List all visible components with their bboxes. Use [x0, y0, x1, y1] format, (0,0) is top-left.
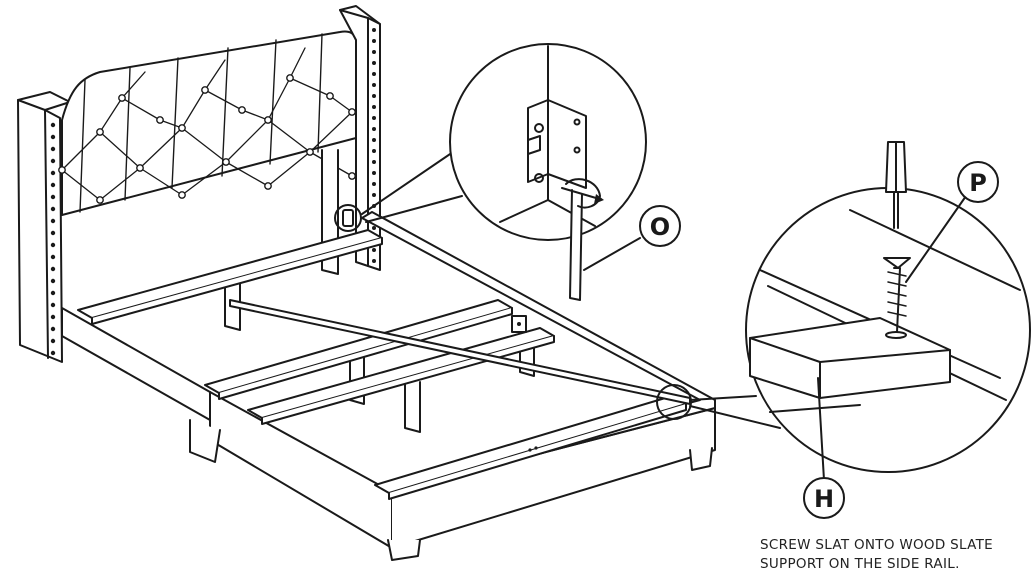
caption-line-2: SUPPORT ON THE SIDE RAIL.: [760, 556, 960, 572]
leg-front-left: [189, 419, 221, 463]
callout-o-label: O: [650, 213, 670, 241]
callout-h-label: H: [814, 485, 834, 513]
headboard-buttons: [58, 74, 356, 204]
foot-rail: [209, 391, 393, 549]
leg-front-right: [689, 447, 713, 471]
center-leg-3: [404, 377, 421, 433]
allen-key-icon: [561, 187, 597, 301]
leg-front-center: [387, 539, 421, 561]
slat-joint-marker: [656, 384, 692, 420]
callout-o-circle: [639, 205, 681, 247]
bed-frame: [61, 211, 716, 561]
callout-p-circle: [957, 161, 999, 203]
left-side-rail: [61, 307, 211, 421]
left-wing-nailheads: [50, 122, 56, 356]
screw-icon: [883, 257, 911, 333]
callout-h-circle: [803, 477, 845, 519]
headboard: [17, 5, 381, 363]
instruction-caption: SCREW SLAT ONTO WOOD SLATE SUPPORT ON TH…: [760, 536, 993, 574]
callout-p-label: P: [969, 169, 987, 197]
screw-zoom: P H: [689, 141, 1031, 519]
slats: [77, 229, 691, 500]
bracket-zoom: O: [361, 43, 681, 301]
caption-line-1: SCREW SLAT ONTO WOOD SLATE: [760, 537, 994, 553]
headboard-left-wing: [17, 99, 63, 363]
